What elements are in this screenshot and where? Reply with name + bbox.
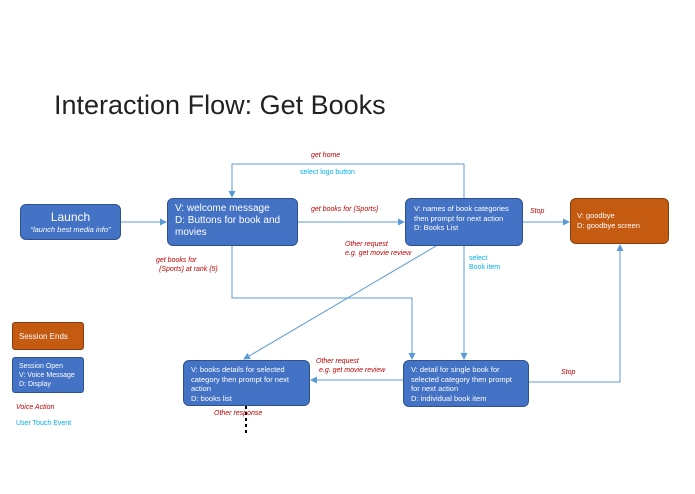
edge-names-home	[228, 163, 465, 198]
launch-title: Launch	[50, 210, 91, 224]
single-book-line: V: detail for single book for	[411, 365, 500, 374]
label-other-response: Other response	[214, 410, 263, 417]
welcome-line: movies	[175, 227, 207, 238]
launch-subtitle: “launch best media info”	[30, 225, 111, 234]
single-book-line: selected category then prompt	[411, 374, 512, 384]
label-select-book-line: select	[469, 255, 488, 262]
legend-user-touch: User Touch Event	[16, 420, 72, 427]
label-get-books-rank-line: get books for	[156, 257, 197, 264]
goodbye-line: D: goodbye screen	[577, 221, 640, 230]
legend-session-ends: Session Ends	[12, 322, 84, 350]
label-other-request-top: Other request e.g. get movie review	[345, 240, 411, 258]
single-book-node: V: detail for single book for selected c…	[403, 360, 529, 407]
label-get-books-sports: get books for {Sports}	[311, 206, 379, 213]
book-categories-line: V: names of book categories	[414, 204, 509, 213]
edge-single-goodbye	[529, 244, 624, 383]
legend-session-open-line: D: Display	[19, 381, 51, 388]
label-select-book-line: Book item	[469, 264, 501, 271]
book-categories-node: V: names of book categories then prompt …	[405, 198, 523, 246]
legend-session-open-line: Session Open	[19, 363, 63, 370]
legend-voice-action: Voice Action	[16, 404, 55, 411]
single-book-line: D: individual book item	[411, 393, 487, 403]
label-get-home: get home	[311, 152, 341, 159]
label-other-request-line: Other request	[345, 241, 388, 248]
label-other-request-line: e.g. get movie review	[345, 250, 412, 257]
label-other-request-line: e.g. get movie review	[319, 367, 386, 374]
books-details-node: V: books details for selected category t…	[183, 360, 310, 406]
page-title: Interaction Flow: Get Books	[54, 90, 386, 120]
single-book-line: for next action	[411, 384, 459, 393]
label-select-logo: select logo button	[300, 169, 355, 176]
legend-session-open: Session Open V: Voice Message D: Display	[12, 357, 84, 393]
edge-welcome-single	[231, 246, 416, 360]
goodbye-node: V: goodbye D: goodbye screen	[570, 198, 669, 244]
books-details-line: action	[191, 384, 212, 393]
label-other-request-line: Other request	[316, 358, 359, 365]
book-categories-line: then prompt for next action	[414, 213, 504, 223]
edge-names-booksdetails	[243, 245, 437, 360]
books-details-line: category then prompt for next	[191, 374, 289, 384]
legend-session-open-line: V: Voice Message	[19, 372, 75, 379]
books-details-line: V: books details for selected	[191, 365, 285, 374]
label-select-book-item: select Book item	[469, 254, 500, 272]
label-stop-top: Stop	[530, 208, 545, 215]
book-categories-line: D: Books List	[414, 223, 459, 232]
welcome-line: D: Buttons for book and	[175, 215, 281, 226]
launch-node: Launch “launch best media info”	[20, 204, 121, 240]
books-details-line: D: books list	[191, 393, 232, 403]
label-get-books-rank-line: {Sports} at rank {5}	[159, 266, 218, 273]
goodbye-line: V: goodbye	[577, 211, 615, 220]
label-other-request-bottom: Other request e.g. get movie review	[316, 357, 385, 375]
label-stop-bottom: Stop	[561, 369, 576, 376]
welcome-node: V: welcome message D: Buttons for book a…	[167, 198, 298, 246]
label-get-books-rank: get books for {Sports} at rank {5}	[156, 256, 218, 274]
welcome-line: V: welcome message	[175, 203, 270, 214]
